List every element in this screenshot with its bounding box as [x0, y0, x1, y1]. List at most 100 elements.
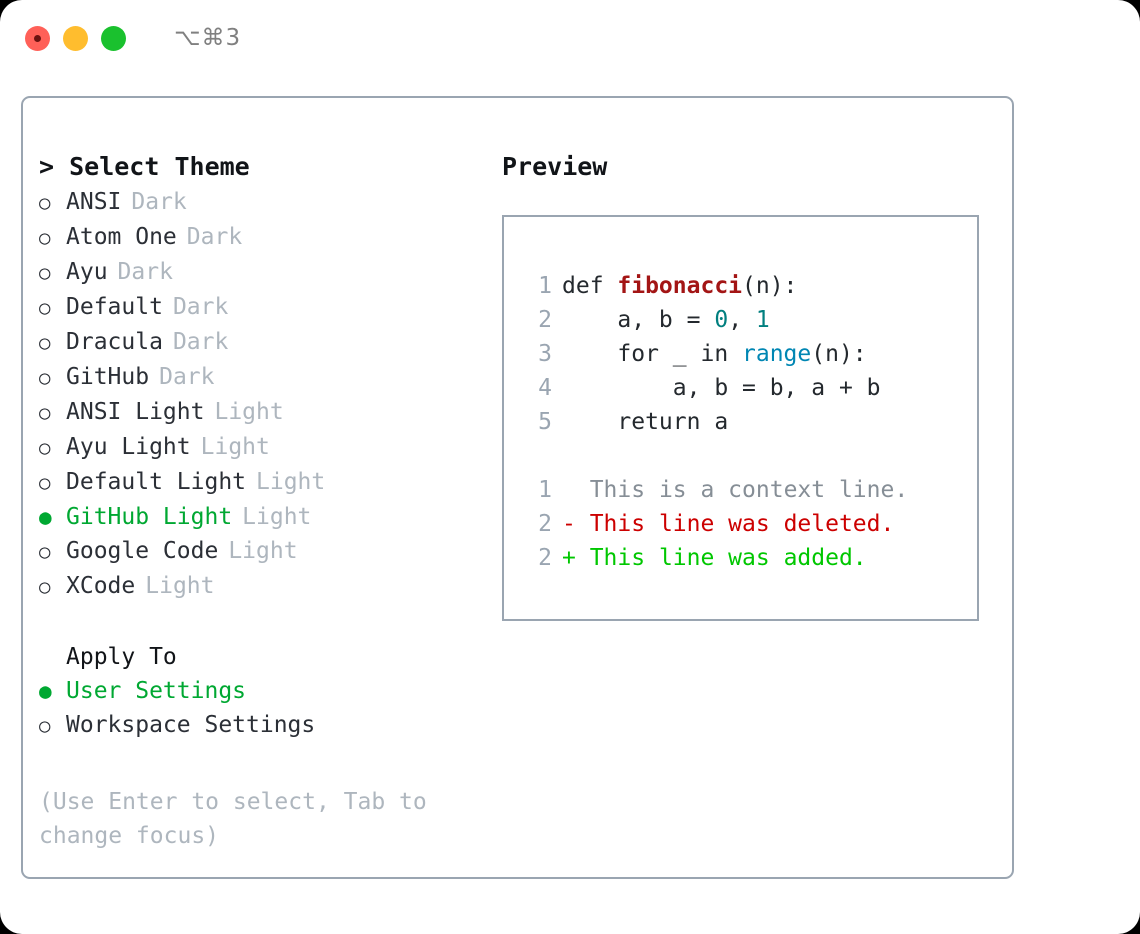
code-token: , — [728, 307, 756, 333]
code-line-number: 1 — [538, 273, 552, 299]
code-line-text: def fibonacci(n): — [562, 269, 797, 303]
theme-option-category: Light — [242, 504, 312, 530]
code-token: a, b = — [562, 307, 715, 333]
code-line: 2 a, b = 0, 1 — [524, 303, 977, 337]
radio-unselected-icon: ○ — [39, 367, 51, 389]
title-bar: ⌥⌘3 — [0, 0, 1140, 76]
code-line: 1 def fibonacci(n): — [524, 269, 977, 303]
code-line: 4 a, b = b, a + b — [524, 371, 977, 405]
diff-line: 2- This line was deleted. — [524, 507, 977, 541]
code-line-text: for _ in range(n): — [562, 337, 867, 371]
code-token: a, b = b, a + b — [562, 375, 881, 401]
keyboard-hint: (Use Enter to select, Tab to change focu… — [39, 789, 427, 849]
code-line: 5 return a — [524, 405, 977, 439]
radio-unselected-icon: ○ — [39, 437, 51, 459]
theme-option[interactable]: ○ Google Code Light — [39, 534, 489, 569]
theme-option-category: Light — [200, 434, 270, 460]
code-token: def — [562, 273, 618, 299]
diff-line: 2 + This line was added. — [524, 541, 977, 575]
radio-unselected-icon: ○ — [39, 715, 51, 737]
code-line-text: return a — [562, 405, 728, 439]
radio-selected-icon: ● — [39, 679, 52, 703]
code-token: range — [742, 341, 812, 367]
code-line: 3 for _ in range(n): — [524, 337, 977, 371]
code-line-number: 5 — [538, 409, 552, 435]
code-line-text: a, b = b, a + b — [562, 371, 881, 405]
theme-option-label: Atom One — [66, 224, 177, 250]
theme-option-label: Ayu Light — [66, 434, 191, 460]
theme-option-category: Light — [214, 399, 284, 425]
apply-to-option-label: User Settings — [66, 678, 247, 704]
theme-option[interactable]: ○ Ayu Light Light — [39, 430, 489, 465]
theme-option-category: Light — [228, 538, 298, 564]
traffic-lights — [25, 25, 126, 51]
theme-option[interactable]: ○ Atom One Dark — [39, 220, 489, 255]
code-token: (n): — [742, 273, 798, 299]
radio-unselected-icon: ○ — [39, 332, 51, 354]
diff-marker — [562, 473, 576, 507]
radio-unselected-icon: ○ — [39, 576, 51, 598]
radio-unselected-icon: ○ — [39, 402, 51, 424]
code-token: return a — [562, 409, 729, 435]
diff-line-text: This is a context line. — [575, 477, 909, 503]
theme-option-category: Light — [256, 469, 326, 495]
preview-title: Preview — [502, 152, 608, 181]
code-line-number: 2 — [538, 307, 552, 333]
code-line-number: 4 — [538, 375, 552, 401]
code-token: fibonacci — [617, 273, 743, 299]
code-diff-separator — [524, 439, 977, 473]
diff-line-number: 2 — [538, 511, 552, 537]
minimize-button[interactable] — [63, 25, 88, 51]
theme-option[interactable]: ○ GitHub Dark — [39, 360, 489, 395]
code-token: (n): — [811, 341, 867, 367]
theme-option-category: Dark — [172, 294, 229, 320]
diff-marker: + — [562, 545, 576, 571]
radio-unselected-icon: ○ — [39, 541, 51, 563]
theme-option-label: Google Code — [66, 538, 219, 564]
theme-option-label: Default — [66, 294, 163, 320]
theme-option-label: GitHub Light — [66, 504, 233, 530]
theme-option-category: Dark — [186, 224, 243, 250]
theme-option-label: XCode — [66, 573, 136, 599]
theme-option[interactable]: ○ Default Dark — [39, 290, 489, 325]
theme-option-category: Dark — [172, 329, 229, 355]
theme-option-label: ANSI — [66, 189, 122, 215]
code-token: for _ in — [562, 341, 743, 367]
page-title: > Select Theme — [39, 152, 250, 181]
theme-option-category: Dark — [159, 364, 215, 390]
diff-line-text: This line was added. — [575, 545, 867, 571]
radio-unselected-icon: ○ — [39, 227, 51, 249]
apply-to-title: Apply To — [66, 644, 177, 670]
apply-to-option[interactable]: ● User Settings — [39, 674, 489, 708]
diff-marker: - — [562, 511, 576, 537]
radio-unselected-icon: ○ — [39, 297, 51, 319]
window-shortcut-label: ⌥⌘3 — [174, 25, 242, 51]
radio-unselected-icon: ○ — [39, 192, 51, 214]
theme-option[interactable]: ○ ANSI Light Light — [39, 395, 489, 430]
diff-line-number: 2 — [538, 545, 552, 571]
maximize-button[interactable] — [101, 25, 126, 51]
theme-option-label: ANSI Light — [66, 399, 205, 425]
diff-sample: 1 This is a context line.2- This line wa… — [524, 473, 977, 575]
apply-to-option[interactable]: ○Workspace Settings — [39, 708, 489, 743]
apply-to-section: Apply To ● User Settings ○Workspace Settin… — [39, 640, 489, 743]
theme-option-label: GitHub — [66, 364, 150, 390]
close-button[interactable] — [25, 25, 50, 51]
radio-unselected-icon: ○ — [39, 262, 51, 284]
diff-line: 1 This is a context line. — [524, 473, 977, 507]
apply-to-list: ● User Settings ○Workspace Settings — [39, 674, 489, 743]
code-line-text: a, b = 0, 1 — [562, 303, 769, 337]
radio-unselected-icon: ○ — [39, 472, 51, 494]
